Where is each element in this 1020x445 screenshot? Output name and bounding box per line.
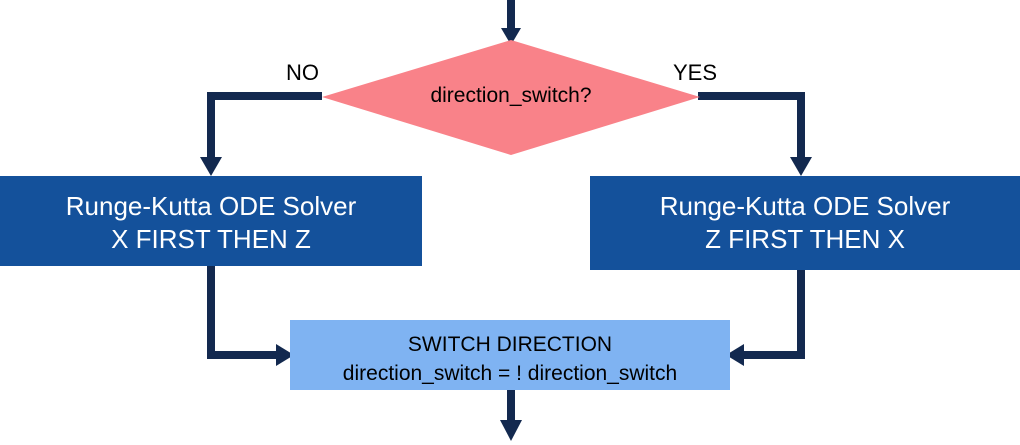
decision-diamond-direction-switch[interactable] <box>322 40 700 155</box>
switch-label-line1: SWITCH DIRECTION <box>407 333 613 356</box>
edge-yes-branch <box>698 92 812 176</box>
process-label-line2: Z FIRST THEN X <box>705 224 905 254</box>
switch-label-line2: direction_switch = ! direction_switch <box>342 362 678 385</box>
process-label-solver-x-first: Runge-Kutta ODE Solver X FIRST THEN Z <box>0 190 422 256</box>
process-label-line2: X FIRST THEN Z <box>111 224 311 254</box>
edge-switch-to-exit <box>500 390 522 441</box>
process-label-switch-direction: SWITCH DIRECTION direction_switch = ! di… <box>280 330 740 388</box>
edge-no-branch <box>200 92 322 176</box>
edge-entry-to-decision <box>501 0 521 45</box>
edge-right-solver-to-switch <box>726 270 805 366</box>
connector-group <box>200 0 812 366</box>
process-box-solver-z-first[interactable] <box>590 176 1020 270</box>
edge-label-yes: YES <box>673 60 718 85</box>
edge-left-solver-to-switch <box>207 266 294 366</box>
process-box-switch-direction[interactable] <box>290 320 730 390</box>
process-label-line1: Runge-Kutta ODE Solver <box>65 191 357 221</box>
edge-label-no: NO <box>286 60 319 85</box>
process-box-solver-x-first[interactable] <box>0 176 422 266</box>
process-label-line1: Runge-Kutta ODE Solver <box>659 191 951 221</box>
process-label-solver-z-first: Runge-Kutta ODE Solver Z FIRST THEN X <box>590 190 1020 256</box>
